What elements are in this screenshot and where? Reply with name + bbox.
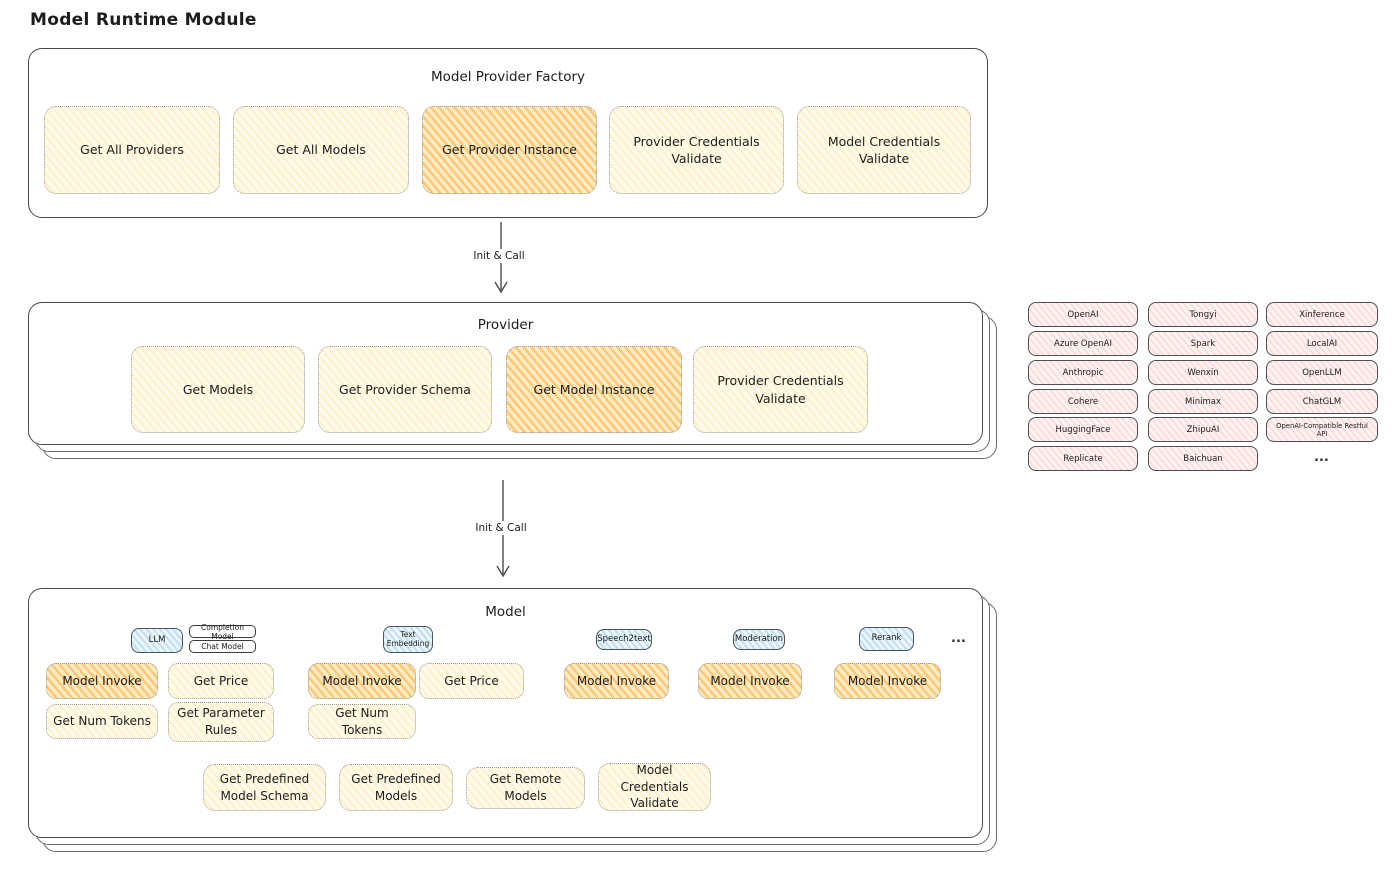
diagram-title: Model Runtime Module	[30, 10, 257, 30]
provider-get-provider-schema: Get Provider Schema	[318, 346, 492, 433]
provider-chip-spark: Spark	[1148, 331, 1258, 356]
provider-chip-azure-openai: Azure OpenAI	[1028, 331, 1138, 356]
provider-chip-openai: OpenAI	[1028, 302, 1138, 327]
factory-panel: Model Provider Factory Get All Providers…	[28, 48, 988, 218]
tag-llm: LLM	[131, 628, 183, 653]
moderation-model-invoke: Model Invoke	[698, 663, 802, 699]
provider-chip-replicate: Replicate	[1028, 446, 1138, 471]
factory-model-credentials-validate: Model Credentials Validate	[797, 106, 971, 194]
factory-get-provider-instance: Get Provider Instance	[422, 106, 597, 194]
provider-chip-xinference: Xinference	[1266, 302, 1378, 327]
text-embedding-model-invoke: Model Invoke	[308, 663, 416, 699]
init-call-label-2: Init & Call	[471, 521, 531, 535]
text-embedding-get-num-tokens: Get Num Tokens	[308, 704, 416, 739]
init-call-label-1: Init & Call	[469, 249, 529, 263]
provider-get-model-instance: Get Model Instance	[506, 346, 682, 433]
tag-speech2text: Speech2text	[596, 629, 652, 650]
provider-chips-ellipsis: ...	[1314, 450, 1329, 465]
tag-moderation: Moderation	[733, 629, 785, 650]
factory-get-all-models: Get All Models	[233, 106, 409, 194]
model-get-remote-models: Get Remote Models	[466, 767, 585, 809]
provider-chips-grid: OpenAI Azure OpenAI Anthropic Cohere Hug…	[1028, 302, 1380, 477]
provider-chip-minimax: Minimax	[1148, 389, 1258, 414]
model-credentials-validate: Model Credentials Validate	[598, 763, 711, 811]
model-panel-title: Model	[485, 604, 526, 620]
tag-text-embedding: Text Embedding	[383, 626, 433, 653]
llm-get-parameter-rules: Get Parameter Rules	[168, 702, 274, 742]
factory-get-all-providers: Get All Providers	[44, 106, 220, 194]
provider-chip-huggingface: HuggingFace	[1028, 417, 1138, 442]
model-tags-ellipsis: ...	[951, 631, 966, 646]
llm-get-num-tokens: Get Num Tokens	[46, 704, 158, 739]
provider-chip-baichuan: Baichuan	[1148, 446, 1258, 471]
provider-chip-openllm: OpenLLM	[1266, 360, 1378, 385]
provider-chip-chatglm: ChatGLM	[1266, 389, 1378, 414]
model-get-predefined-models: Get Predefined Models	[339, 764, 453, 811]
provider-chip-zhipuai: ZhipuAI	[1148, 417, 1258, 442]
provider-chip-cohere: Cohere	[1028, 389, 1138, 414]
provider-get-models: Get Models	[131, 346, 305, 433]
provider-panel: Provider Get Models Get Provider Schema …	[28, 302, 983, 445]
llm-model-invoke: Model Invoke	[46, 663, 158, 699]
model-panel: Model LLM Completion Model Chat Model Te…	[28, 588, 983, 838]
factory-provider-credentials-validate: Provider Credentials Validate	[609, 106, 784, 194]
provider-panel-title: Provider	[477, 317, 534, 333]
provider-chip-tongyi: Tongyi	[1148, 302, 1258, 327]
text-embedding-get-price: Get Price	[419, 663, 524, 699]
provider-chip-localai: LocalAI	[1266, 331, 1378, 356]
llm-get-price: Get Price	[168, 663, 274, 699]
provider-chip-anthropic: Anthropic	[1028, 360, 1138, 385]
tag-rerank: Rerank	[859, 627, 914, 651]
provider-chip-wenxin: Wenxin	[1148, 360, 1258, 385]
provider-provider-credentials-validate: Provider Credentials Validate	[693, 346, 868, 433]
tag-chat-model: Chat Model	[189, 640, 256, 653]
model-get-predefined-model-schema: Get Predefined Model Schema	[203, 764, 326, 811]
factory-panel-title: Model Provider Factory	[430, 69, 585, 85]
speech2text-model-invoke: Model Invoke	[564, 663, 669, 699]
tag-completion-model: Completion Model	[189, 623, 256, 641]
provider-chip-openai-compatible: OpenAI-Compatible Restful API	[1266, 417, 1378, 442]
rerank-model-invoke: Model Invoke	[834, 663, 941, 699]
